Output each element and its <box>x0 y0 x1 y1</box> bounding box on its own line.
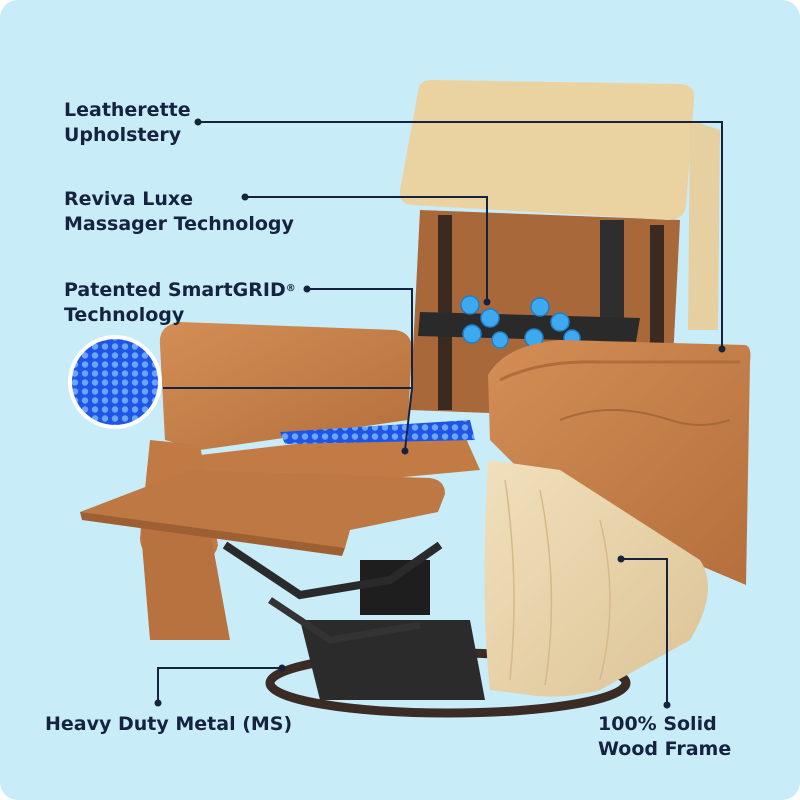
smartgrid-closeup-icon <box>68 335 162 429</box>
metal-label: Heavy Duty Metal (MS) <box>45 712 292 737</box>
leader-dots <box>154 118 726 709</box>
headrest <box>399 80 695 220</box>
massager-label-line2: Massager Technology <box>64 213 294 235</box>
upholstery-label-line1: Leatherette <box>64 99 191 121</box>
massage-nodes <box>460 295 581 349</box>
smartgrid-label-text: Patented SmartGRID <box>64 279 286 301</box>
leader-lines <box>157 121 723 705</box>
metal-label-text: Heavy Duty Metal (MS) <box>45 713 293 735</box>
wood-frame-panel <box>484 460 708 697</box>
right-armrest <box>488 340 751 585</box>
massager-label: Reviva Luxe Massager Technology <box>64 187 294 237</box>
smartgrid-label-line2: Technology <box>64 304 185 326</box>
registered-mark: ® <box>285 283 296 294</box>
smartgrid-label: Patented SmartGRID® Technology <box>64 278 296 328</box>
upholstery-label: Leatherette Upholstery <box>64 98 191 148</box>
smartgrid-seat-layer <box>280 420 475 444</box>
left-armrest <box>159 322 412 450</box>
upholstery-label-line2: Upholstery <box>64 124 182 146</box>
wood-label: 100% Solid Wood Frame <box>598 712 731 762</box>
smartgrid-label-line1: Patented SmartGRID® <box>64 278 296 303</box>
footrest <box>80 470 445 548</box>
wood-label-line2: Wood Frame <box>598 738 732 760</box>
massager-label-line1: Reviva Luxe <box>64 188 194 210</box>
wood-label-line1: 100% Solid <box>598 713 717 735</box>
